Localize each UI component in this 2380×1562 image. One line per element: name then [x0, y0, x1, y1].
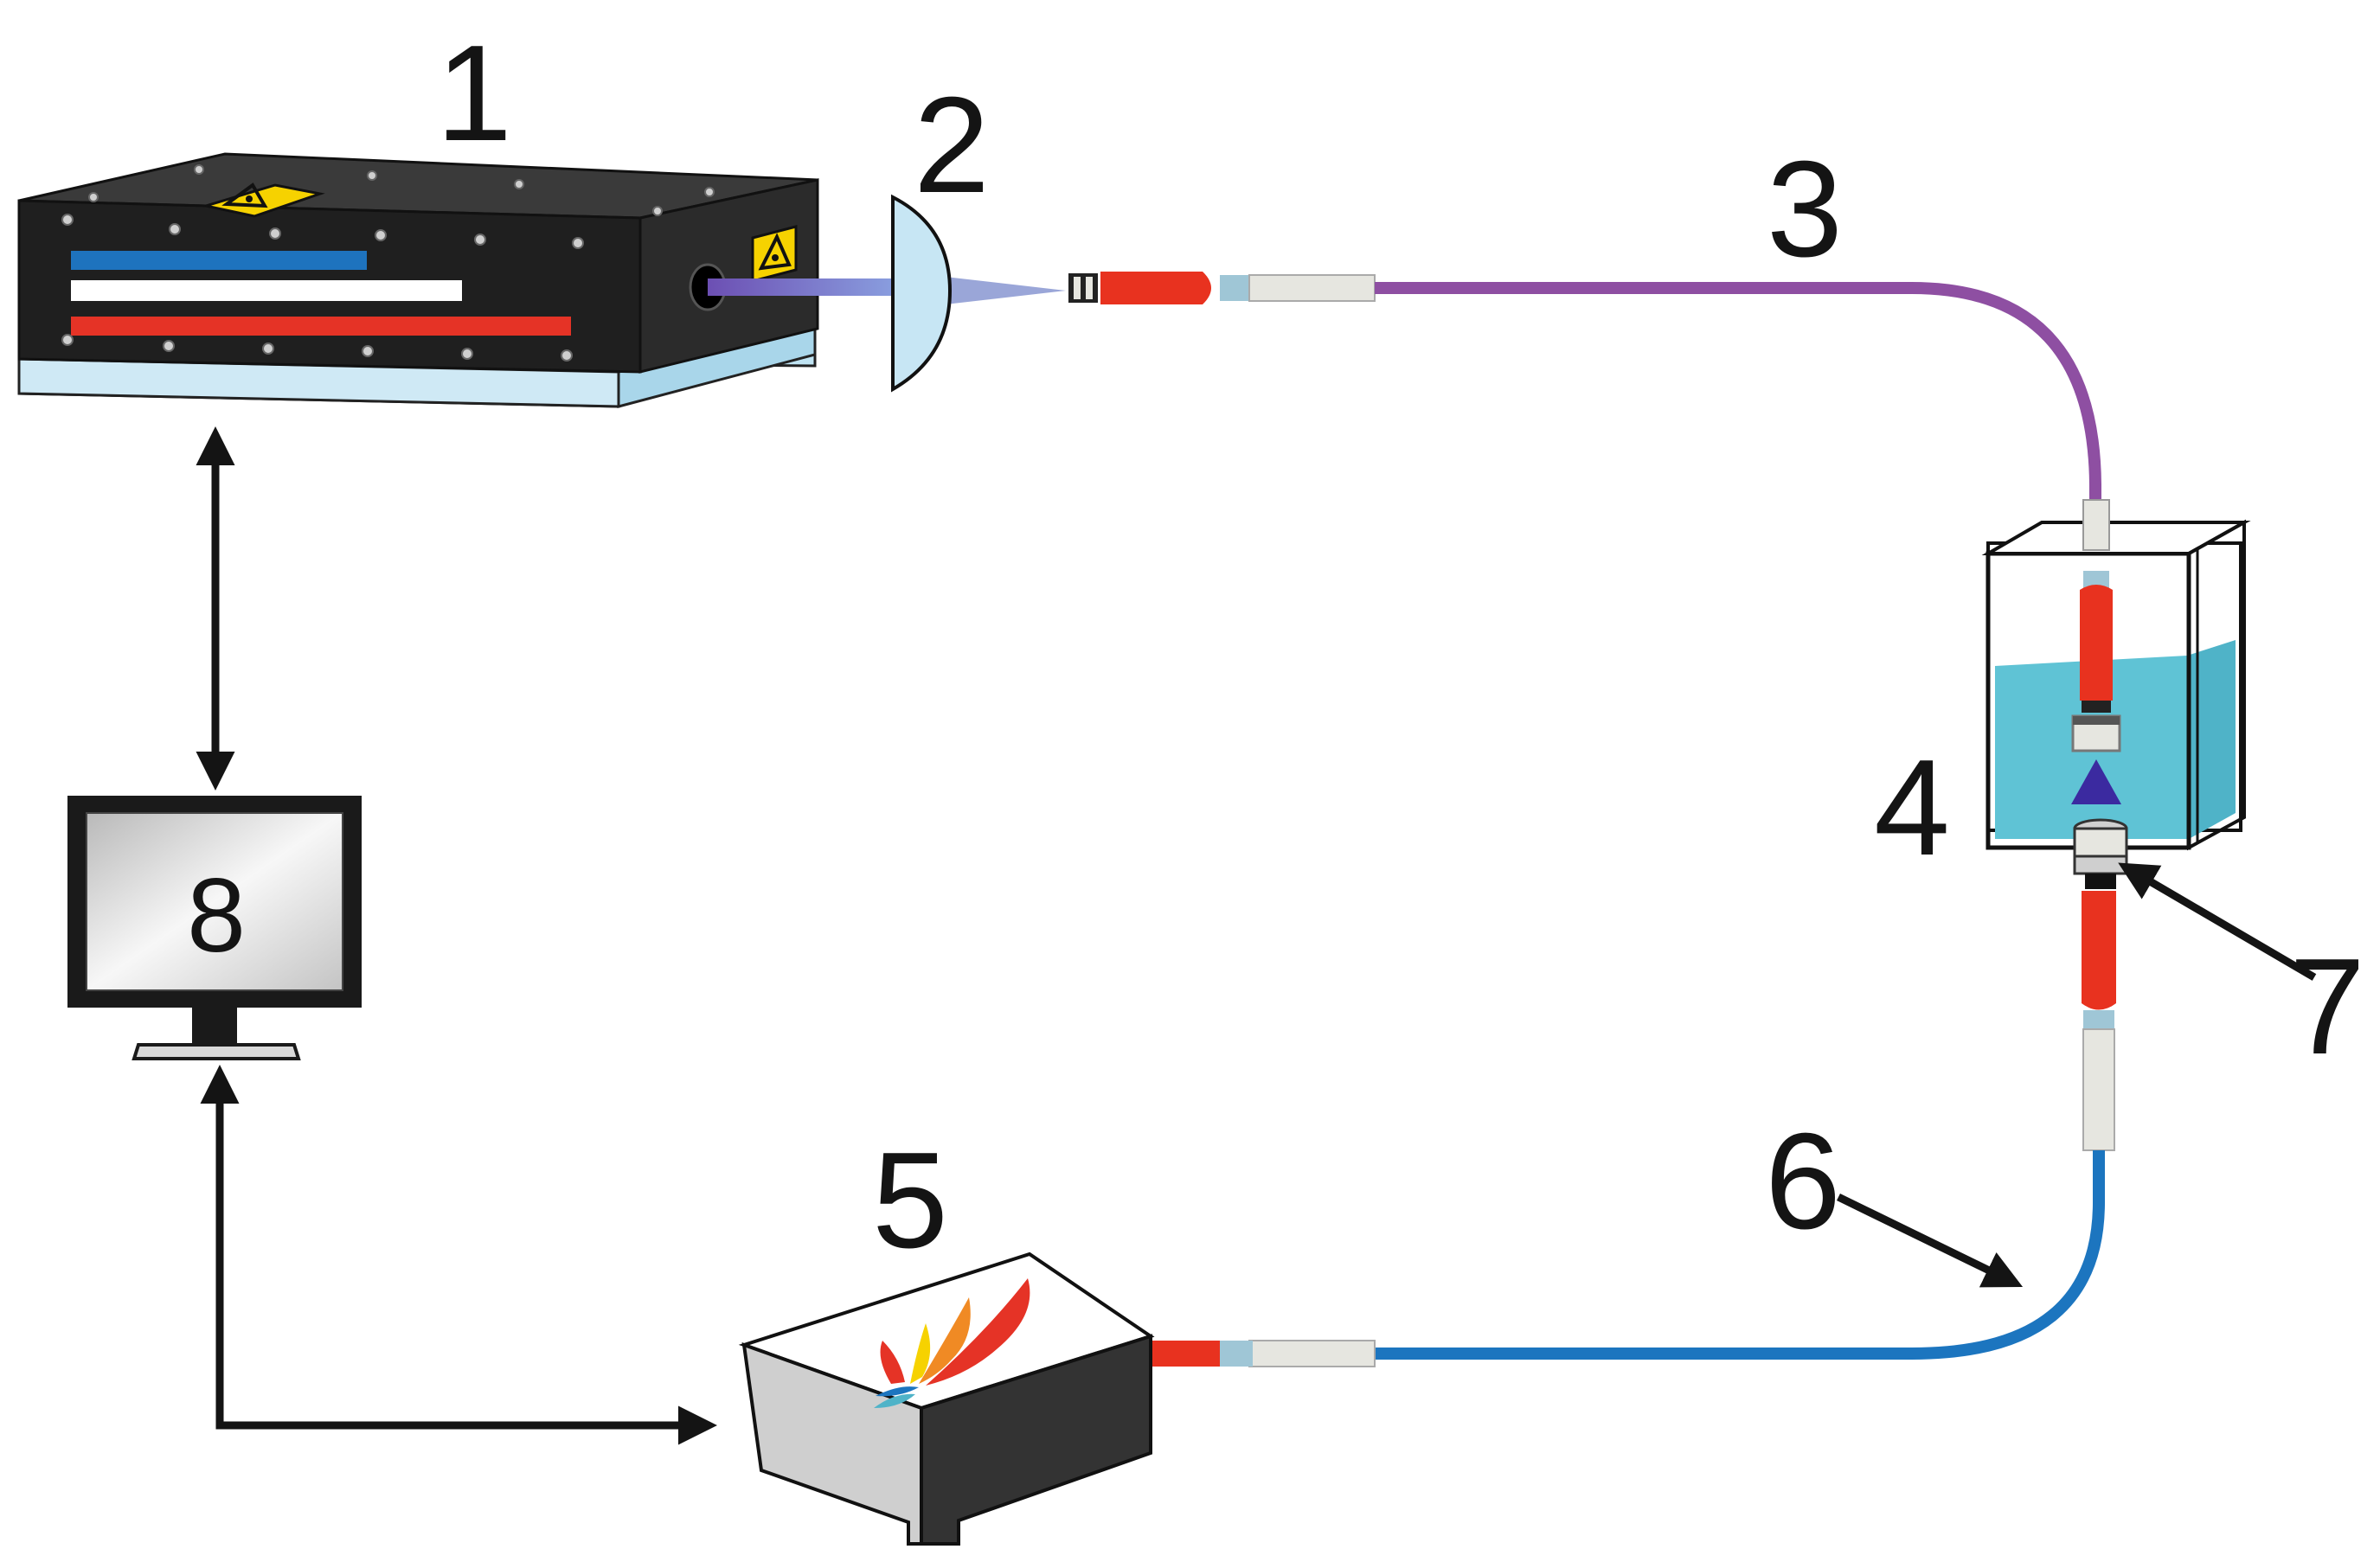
computer-monitor — [67, 796, 362, 1060]
spectrometer-connector-red — [1145, 1341, 1220, 1367]
monitor-neck — [192, 1008, 237, 1046]
laser-side-warning-icon — [751, 225, 798, 283]
laser-stripe-red — [71, 317, 571, 336]
sample-prism-icon — [2071, 759, 2121, 804]
input-fiber — [1068, 272, 2101, 500]
component-labels: 1 2 3 4 5 6 7 8 — [187, 17, 2365, 1277]
label-spectrometer: 5 — [872, 1124, 948, 1277]
label-computer: 8 — [187, 856, 246, 974]
laser-screws — [61, 164, 715, 362]
spectrometer-side — [920, 1334, 1152, 1546]
focused-beam — [930, 275, 1066, 306]
output-ferrule — [2082, 1028, 2115, 1151]
spectrometer-ferrule — [1248, 1340, 1376, 1367]
label-laser: 1 — [436, 17, 512, 170]
label-probe: 7 — [2289, 931, 2365, 1083]
label-fiber-out: 6 — [1765, 1105, 1841, 1258]
probe-pointer-arrow — [2118, 862, 2317, 981]
laser-side-face — [638, 178, 819, 374]
laser-warning-icon — [205, 182, 325, 218]
computer-spectrometer-link — [200, 1065, 717, 1445]
input-connector-red — [1100, 272, 1211, 304]
output-fiber — [1145, 1150, 2105, 1367]
probe-assembly — [2073, 818, 2128, 1151]
cuvette-connector-red — [2080, 585, 2113, 701]
focusing-lens — [891, 194, 953, 393]
input-fiber-tip — [1068, 273, 1098, 303]
fiber-pointer-arrow — [1837, 1193, 2024, 1288]
output-connector-red — [2082, 891, 2116, 1010]
spectrometer — [738, 1252, 1155, 1546]
laser-beam — [708, 278, 900, 296]
data-link-arrows — [196, 426, 717, 1445]
fiber-purple — [1375, 282, 2101, 500]
laser-stripe-blue — [71, 251, 367, 270]
cuvette — [1981, 499, 2251, 851]
input-ferrule — [1248, 274, 1376, 302]
label-lens: 2 — [914, 69, 990, 221]
laser-stripe-white — [71, 280, 462, 301]
spectrum-flame-icon — [874, 1278, 1030, 1408]
monitor-screen — [86, 812, 343, 991]
fiber-blue — [1375, 1150, 2105, 1360]
laser-source — [17, 152, 819, 408]
monitor-stand — [132, 1043, 301, 1060]
label-fiber-in: 3 — [1767, 133, 1843, 285]
label-cuvette: 4 — [1874, 732, 1950, 884]
